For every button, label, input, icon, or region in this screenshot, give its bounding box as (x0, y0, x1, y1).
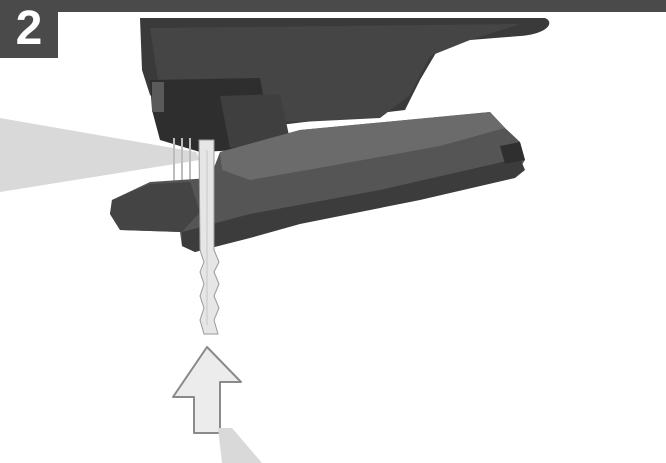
step-number-badge: 2 (0, 0, 58, 58)
header-bar (0, 0, 666, 12)
saw-blade-icon (198, 139, 220, 335)
arrow-pointer-icon (218, 428, 262, 463)
push-up-arrow-icon (172, 346, 242, 434)
blade-clamp-pointer-icon (0, 118, 200, 192)
jigsaw-body-icon (110, 18, 550, 252)
